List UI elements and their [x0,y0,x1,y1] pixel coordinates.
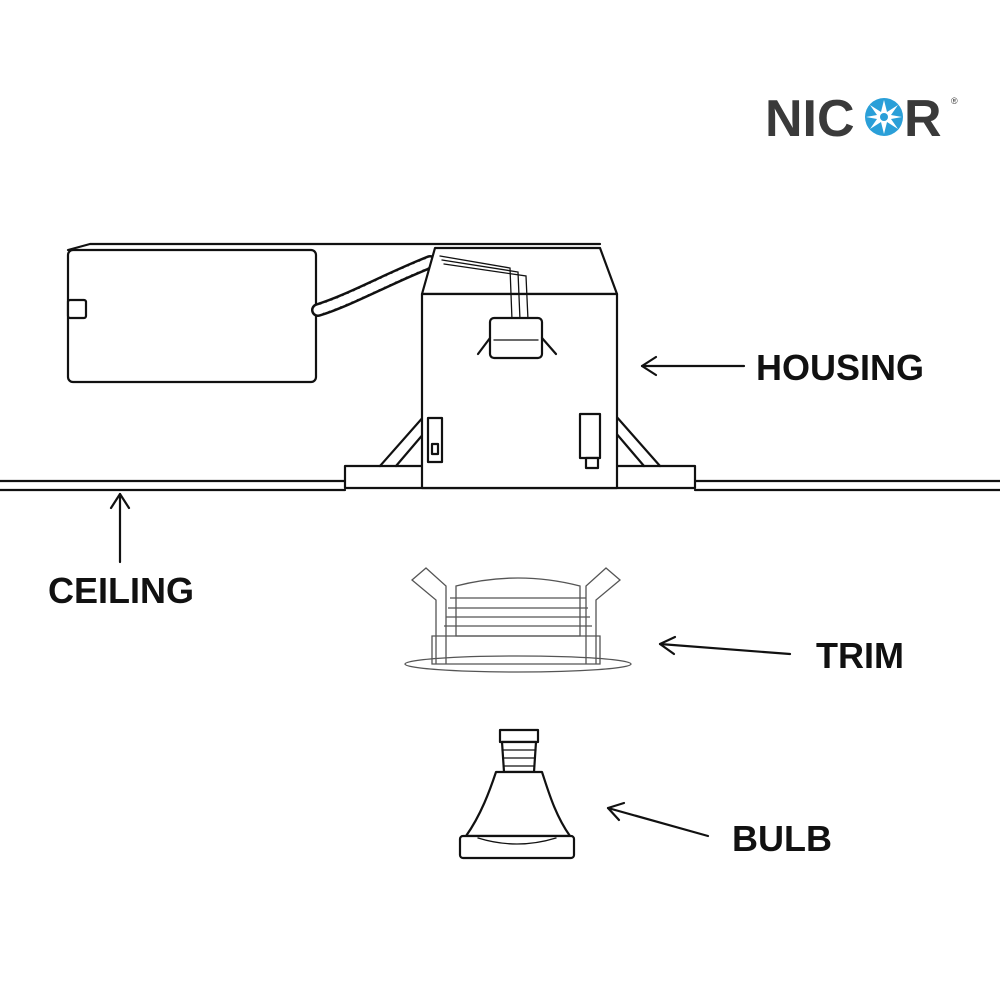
registered-mark: ® [951,96,958,106]
housing-label: HOUSING [756,347,924,388]
bulb-arrow-icon [606,801,710,838]
ceiling-arrow-icon [109,492,131,564]
ceiling-line [0,479,1000,492]
housing-arrow-icon [640,355,746,377]
logo-text-end: R [904,90,942,148]
trim-arrow-icon [658,635,792,656]
nicor-logo: NIC R ® [765,90,958,148]
ceiling-label: CEILING [48,570,194,611]
trim-illustration [404,567,632,673]
logo-star-icon [865,98,903,136]
housing-illustration [66,242,697,490]
logo-text-start: NIC [765,90,855,148]
bulb-label: BULB [732,818,832,859]
trim-label: TRIM [816,635,904,676]
bulb-illustration [458,728,576,860]
